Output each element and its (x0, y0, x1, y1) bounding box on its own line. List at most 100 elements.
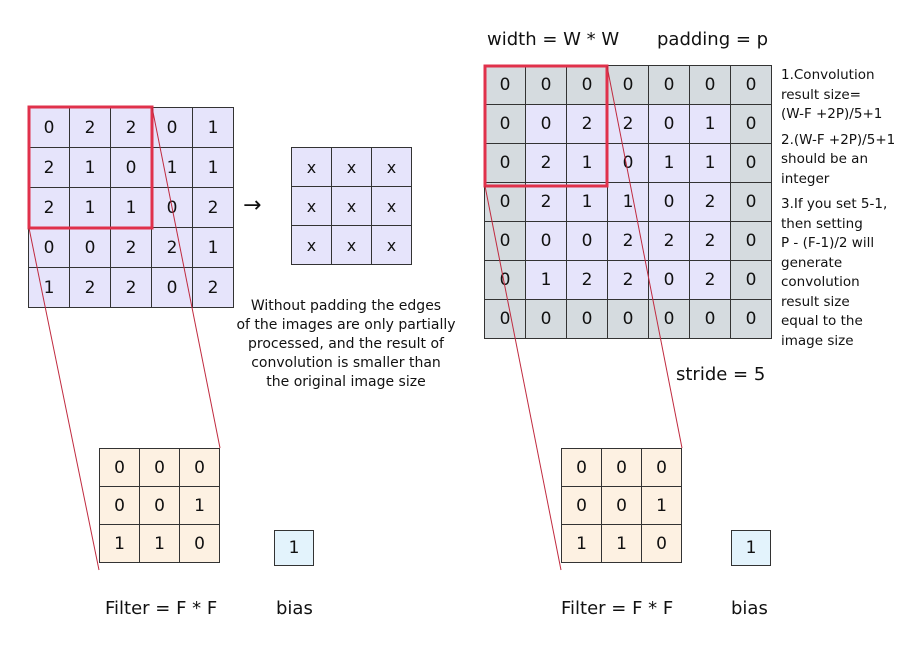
grid-cell: 1 (99, 524, 140, 563)
projection-line-left-a (28, 227, 100, 571)
grid-cell: 0 (28, 107, 70, 148)
note-2: 2.(W-F +2P)/5+1 should be an integer (781, 131, 915, 190)
projection-line-right-a (484, 185, 562, 571)
grid-cell: 0 (484, 221, 526, 261)
grid-cell: 1 (192, 147, 234, 188)
note-line: integer (781, 170, 830, 187)
grid-cell: 2 (648, 221, 690, 261)
stride-label: stride = 5 (676, 364, 766, 385)
grid-cell: 1 (69, 147, 111, 188)
bias-label-right: bias (731, 598, 768, 619)
note-3: 3.If you set 5-1, then setting P - (F-1)… (781, 195, 915, 351)
grid-cell: 2 (525, 182, 567, 222)
grid-cell: 0 (525, 104, 567, 144)
bias-box-right: 1 (731, 530, 771, 566)
grid-cell: 2 (110, 107, 152, 148)
grid-cell: 0 (484, 260, 526, 300)
arrow-right-icon: → (243, 193, 262, 218)
grid-cell: 2 (110, 267, 152, 308)
grid-cell: 0 (730, 221, 772, 261)
grid-cell: 0 (525, 221, 567, 261)
grid-cell: 1 (179, 486, 220, 525)
grid-cell: 1 (607, 182, 649, 222)
note-line: result size= (781, 86, 861, 103)
grid-cell: 0 (139, 448, 180, 487)
grid-cell: x (331, 186, 372, 226)
grid-cell: 0 (601, 448, 642, 487)
grid-cell: 0 (689, 299, 731, 339)
grid-cell: 1 (139, 524, 180, 563)
note-line: equal to the (781, 313, 863, 329)
grid-cell: x (291, 186, 332, 226)
grid-cell: 0 (179, 448, 220, 487)
grid-cell: 2 (689, 221, 731, 261)
grid-cell: 1 (28, 267, 70, 308)
grid-cell: 0 (730, 260, 772, 300)
note-line: image size (781, 332, 854, 349)
note-line: P - (F-1)/2 will (781, 235, 875, 251)
grid-cell: 0 (730, 143, 772, 183)
grid-cell: 0 (99, 448, 140, 487)
input-image-grid: 0220121011211020022112202 (28, 107, 234, 308)
receptive-field-highlight-right (483, 64, 609, 188)
grid-cell: x (331, 225, 372, 265)
grid-cell: 2 (607, 104, 649, 144)
bias-box-left: 1 (274, 530, 314, 566)
grid-cell: 0 (484, 182, 526, 222)
grid-cell: 0 (561, 486, 602, 525)
grid-cell: 2 (192, 187, 234, 228)
grid-cell: 1 (110, 187, 152, 228)
receptive-field-highlight-left (27, 105, 154, 230)
grid-cell: 0 (730, 65, 772, 105)
grid-cell: 0 (730, 182, 772, 222)
grid-cell: 0 (689, 65, 731, 105)
caption-line: processed, and the result of (248, 336, 444, 352)
grid-cell: 1 (192, 227, 234, 268)
grid-cell: 2 (28, 147, 70, 188)
note-line: then setting (781, 215, 863, 232)
grid-cell: 0 (179, 524, 220, 563)
bias-label-left: bias (276, 598, 313, 619)
grid-cell: 2 (607, 260, 649, 300)
grid-cell: 1 (69, 187, 111, 228)
grid-cell: 1 (566, 143, 608, 183)
grid-cell: 0 (607, 65, 649, 105)
grid-cell: 0 (641, 448, 682, 487)
filter-label-right: Filter = F * F (561, 598, 674, 619)
convolution-notes: 1.Convolution result size= (W-F +2P)/5+1… (781, 66, 915, 357)
grid-cell: 0 (69, 227, 111, 268)
grid-cell: 0 (648, 65, 690, 105)
grid-cell: 2 (525, 143, 567, 183)
note-1: 1.Convolution result size= (W-F +2P)/5+1 (781, 66, 915, 125)
grid-cell: 0 (648, 260, 690, 300)
grid-cell: 2 (689, 182, 731, 222)
grid-cell: x (291, 225, 332, 265)
grid-cell: 0 (607, 143, 649, 183)
caption-line: convolution is smaller than (251, 355, 441, 371)
caption-line: Without padding the edges (250, 298, 442, 314)
grid-cell: 2 (607, 221, 649, 261)
grid-cell: 0 (561, 448, 602, 487)
grid-cell: 0 (607, 299, 649, 339)
